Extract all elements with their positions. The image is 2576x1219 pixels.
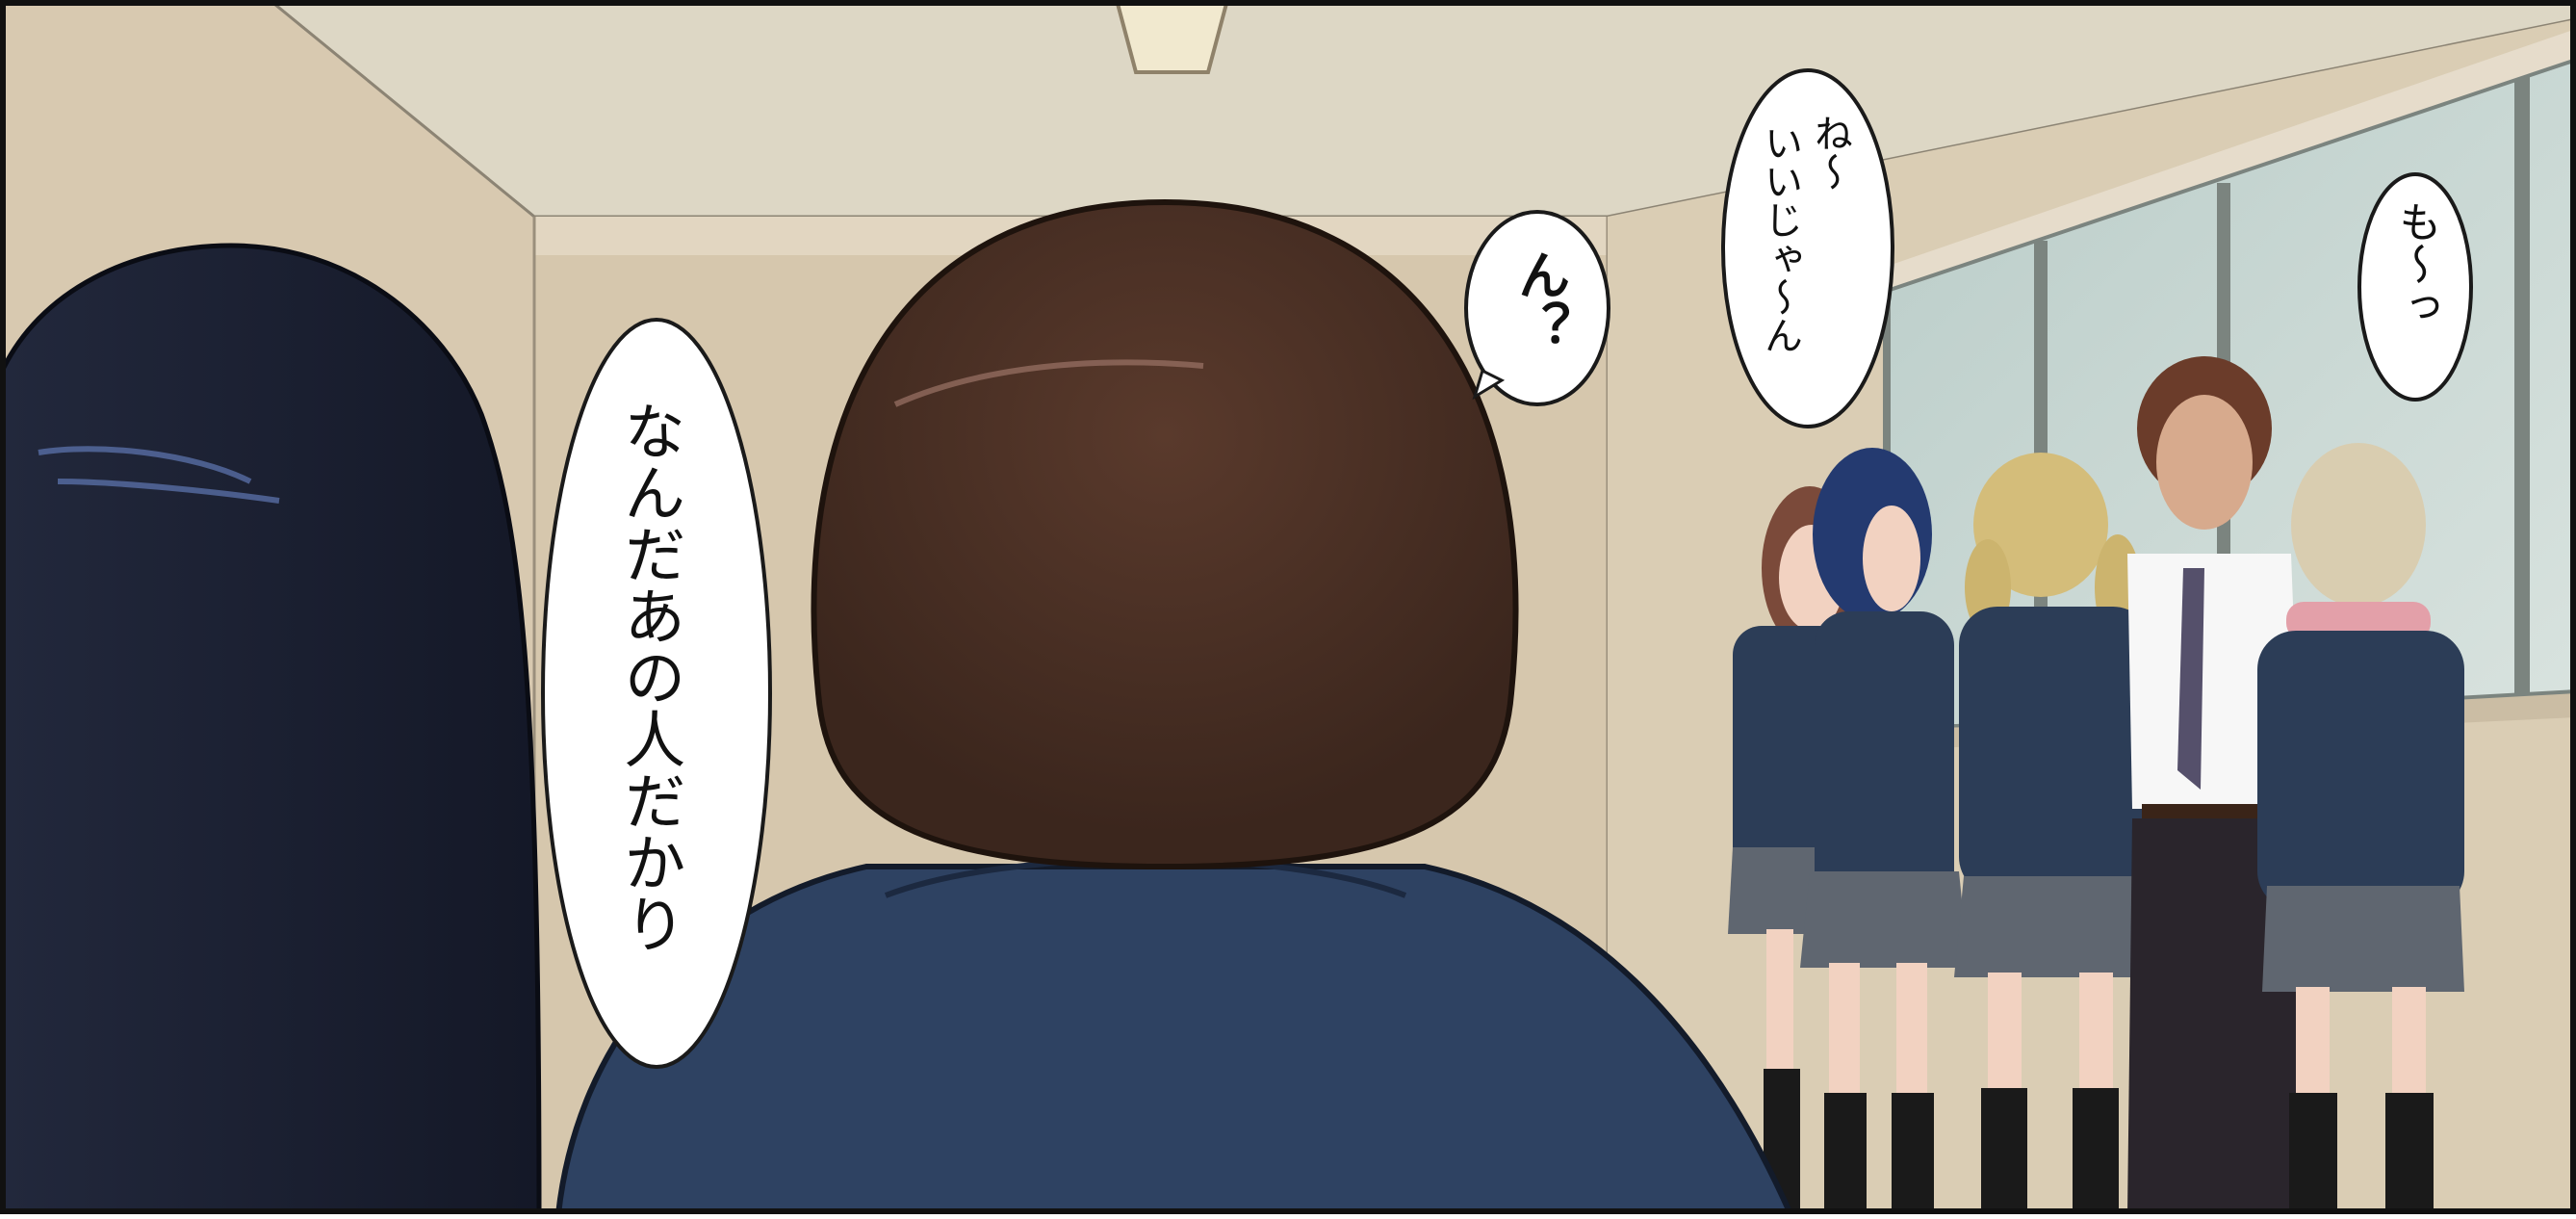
student-girl-4: [2257, 443, 2464, 1214]
foreground-girl-long-hair: [0, 243, 542, 1217]
bubble-ne-text-line2: いいじゃ〜ん: [1758, 123, 1802, 354]
bubble-mo-text: も〜っ: [2391, 200, 2441, 327]
bubble-nandaanohito-shape: [541, 318, 772, 1069]
student-group: [1728, 356, 2464, 1214]
bubble-mo-shape: [2357, 172, 2473, 402]
foreground-student-bob-hair: [554, 198, 1795, 1217]
bubble-ne-shape: [1721, 68, 1894, 428]
speech-bubbles: [541, 68, 2473, 1069]
bubble-n-shape: [1464, 210, 1610, 406]
bubble-ne-text-line1: ね〜: [1808, 114, 1852, 191]
student-girl-2: [1800, 448, 1969, 1214]
bubble-n-text: ん？: [1508, 248, 1570, 352]
student-girl-3: [1954, 453, 2156, 1214]
bubble-nandaanohito-text: なんだあの人だかり: [613, 400, 685, 954]
